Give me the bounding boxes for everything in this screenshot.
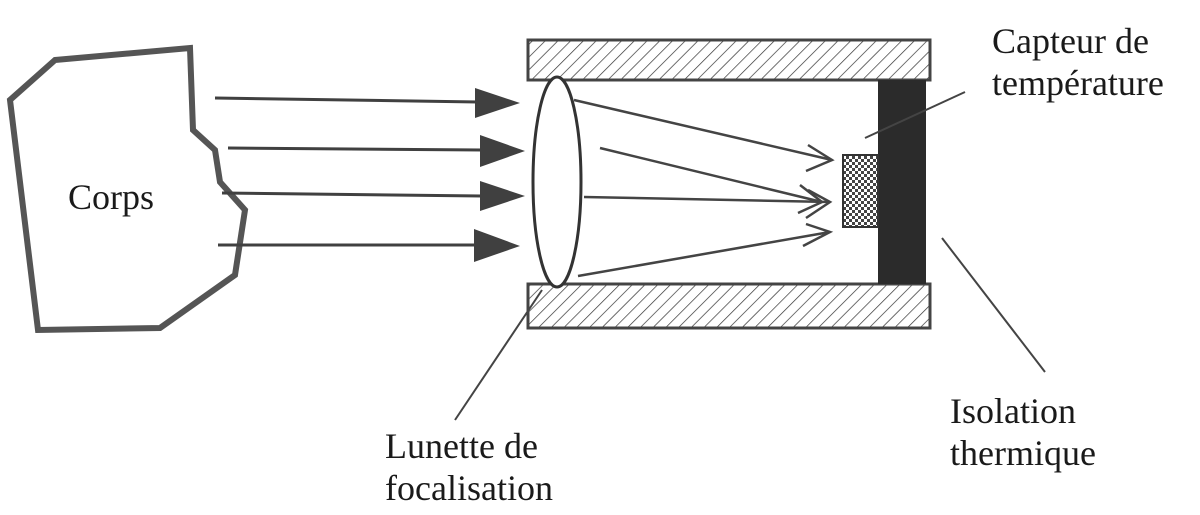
- temperature-sensor-label-line-1: Capteur de: [992, 21, 1149, 61]
- body-label-text: Corps: [68, 177, 155, 217]
- arrow-1: [214, 88, 520, 118]
- lens-leader-line: [454, 289, 543, 421]
- temperature-sensor-label-line-2: température: [992, 63, 1164, 103]
- housing-top-wall: [526, 38, 932, 82]
- arrow-4: [218, 229, 520, 262]
- insulation-leader-line: [941, 237, 1046, 373]
- thermal-insulation-block: [878, 80, 926, 284]
- temperature-sensor-label: Capteur de température: [992, 20, 1164, 104]
- focusing-lens-label-line-2: focalisation: [385, 468, 553, 508]
- focusing-lens-label: Lunette de focalisation: [385, 425, 553, 509]
- focusing-lens: [531, 75, 583, 289]
- thermal-insulation-label-line-1: Isolation: [950, 391, 1076, 431]
- thermal-insulation-label-line-2: thermique: [950, 433, 1096, 473]
- temperature-sensor: [842, 154, 879, 228]
- housing-bottom-wall: [526, 282, 932, 330]
- arrow-3: [221, 181, 525, 211]
- thermal-insulation-label: Isolation thermique: [950, 390, 1096, 474]
- focusing-lens-label-line-1: Lunette de: [385, 426, 538, 466]
- body-shape: [6, 44, 249, 334]
- body-label: Corps: [68, 176, 154, 218]
- arrow-2: [227, 135, 525, 167]
- radiation-arrows: [214, 88, 525, 262]
- focused-rays: [573, 98, 835, 278]
- sensor-leader-line: [864, 91, 966, 139]
